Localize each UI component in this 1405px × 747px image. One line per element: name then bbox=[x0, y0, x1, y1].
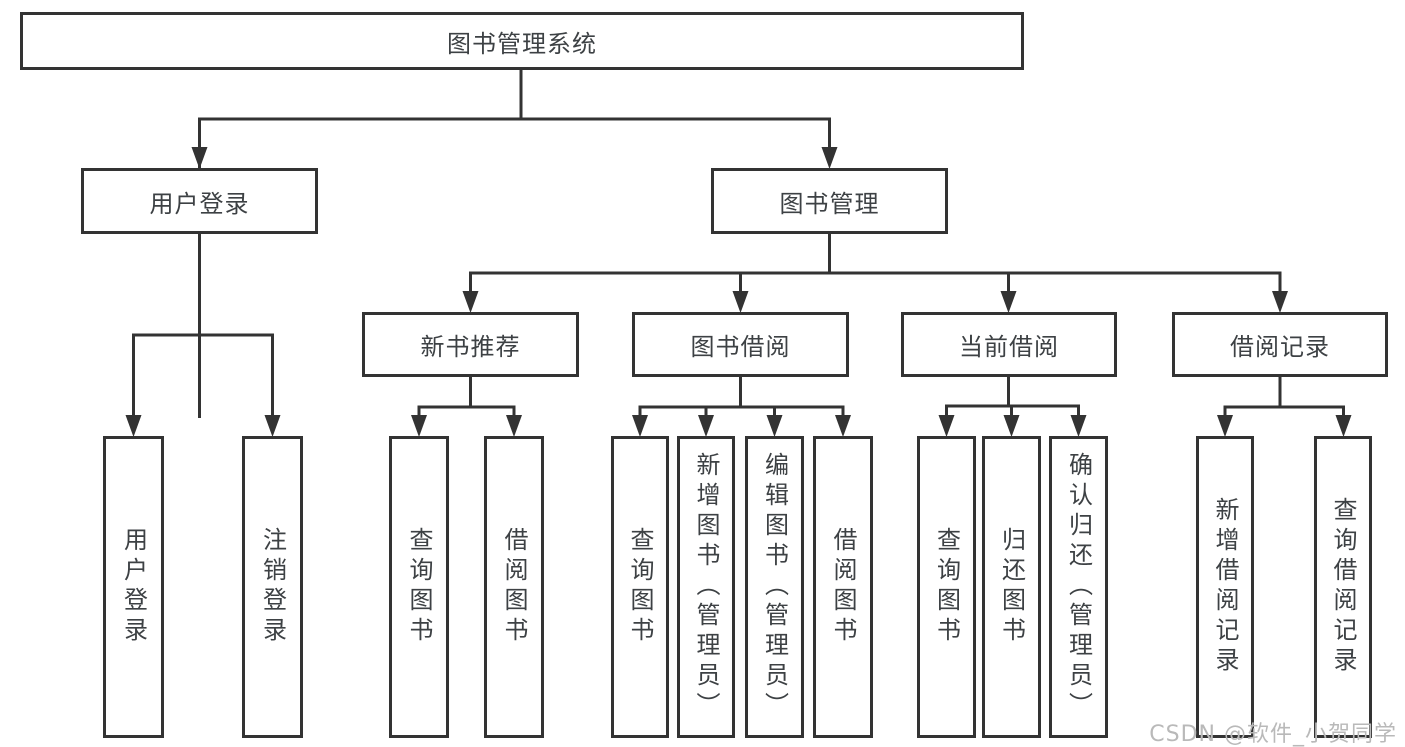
connector-book-management-to-level3 bbox=[462, 233, 1288, 313]
node-label: 当前借阅 bbox=[959, 333, 1059, 361]
connector-user-login-to-leaves bbox=[125, 233, 281, 437]
node-library-management-system: 图书管理系统 bbox=[20, 12, 1024, 70]
leaf-label: 注销登录 bbox=[258, 527, 287, 647]
csdn-watermark: CSDN @软件_小贺同学 bbox=[1149, 722, 1397, 747]
leaf-label: 借阅图书 bbox=[829, 527, 857, 647]
node-current-borrow: 当前借阅 bbox=[901, 312, 1117, 377]
leaf-label: 查询图书 bbox=[405, 527, 433, 647]
leaf-query-books-borrow: 查询图书 bbox=[611, 436, 669, 738]
leaf-confirm-return-admin: 确认归还（管理员） bbox=[1049, 436, 1108, 738]
leaf-label: 查询图书 bbox=[932, 527, 961, 647]
leaf-user-login: 用户登录 bbox=[103, 436, 164, 738]
leaf-borrow-books: 借阅图书 bbox=[813, 436, 873, 738]
leaf-label: 查询借阅记录 bbox=[1329, 497, 1357, 677]
leaf-label: 新增借阅记录 bbox=[1211, 497, 1239, 677]
leaf-label: 查询图书 bbox=[626, 527, 654, 647]
leaf-label: 归还图书 bbox=[997, 527, 1026, 647]
node-label: 新书推荐 bbox=[420, 333, 521, 361]
leaf-return-book: 归还图书 bbox=[982, 436, 1041, 738]
connector-book-borrow-to-leaves bbox=[632, 376, 851, 437]
leaf-query-books-current: 查询图书 bbox=[917, 436, 976, 738]
node-book-borrow: 图书借阅 bbox=[632, 312, 849, 377]
leaf-add-borrow-record: 新增借阅记录 bbox=[1196, 436, 1254, 738]
leaf-label: 借阅图书 bbox=[500, 527, 528, 647]
node-new-book-recommend: 新书推荐 bbox=[362, 312, 579, 377]
node-label: 图书管理 bbox=[779, 189, 880, 218]
node-label: 图书借阅 bbox=[690, 333, 791, 361]
node-label: 用户登录 bbox=[149, 189, 250, 218]
leaf-label: 用户登录 bbox=[119, 527, 148, 647]
leaf-edit-book-admin: 编辑图书（管理员） bbox=[745, 436, 804, 738]
connector-new-book-recommend-to-leaves bbox=[411, 376, 522, 437]
leaf-query-books-recommend: 查询图书 bbox=[389, 436, 449, 738]
leaf-label: 新增图书（管理员） bbox=[692, 452, 720, 722]
connector-current-borrow-to-leaves bbox=[938, 376, 1087, 437]
node-book-management: 图书管理 bbox=[711, 168, 948, 234]
leaf-borrow-books-recommend: 借阅图书 bbox=[484, 436, 544, 738]
leaf-query-borrow-record: 查询借阅记录 bbox=[1314, 436, 1372, 738]
node-user-login: 用户登录 bbox=[81, 168, 318, 234]
leaf-label: 编辑图书（管理员） bbox=[760, 452, 789, 722]
leaf-label: 确认归还（管理员） bbox=[1064, 452, 1093, 722]
leaf-logout: 注销登录 bbox=[242, 436, 303, 738]
node-label: 图书管理系统 bbox=[447, 29, 597, 58]
connector-borrow-records-to-leaves bbox=[1217, 376, 1352, 437]
node-label: 借阅记录 bbox=[1230, 333, 1330, 361]
node-borrow-records: 借阅记录 bbox=[1172, 312, 1388, 377]
leaf-add-book-admin: 新增图书（管理员） bbox=[677, 436, 735, 738]
